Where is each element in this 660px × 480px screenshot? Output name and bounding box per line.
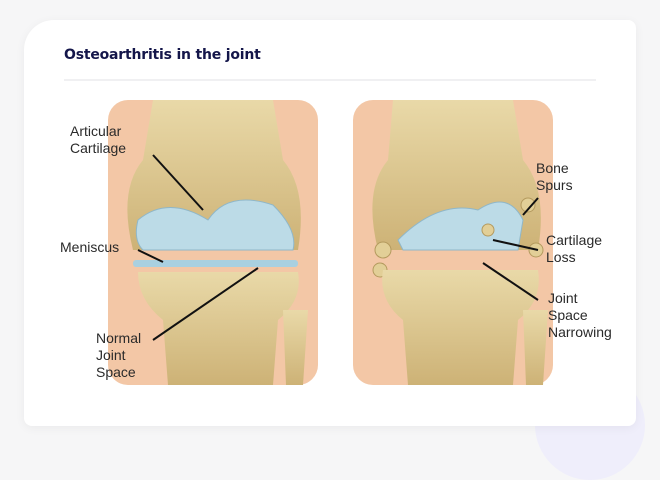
label-meniscus: Meniscus (60, 239, 119, 255)
divider (64, 79, 596, 81)
label-articular-cartilage: Articular Cartilage (70, 123, 126, 156)
osteoarthritis-illustration: Articular Cartilage Meniscus Normal Join… (60, 100, 612, 385)
label-joint-space-narrowing: Joint Space Narrowing (548, 290, 612, 340)
label-bone-spurs: Bone Spurs (536, 160, 573, 193)
content-card: Osteoarthritis in the joint (24, 20, 636, 426)
arthritic-knee (353, 100, 553, 385)
label-cartilage-loss: Cartilage Loss (546, 232, 606, 265)
normal-knee (108, 100, 318, 385)
card-title: Osteoarthritis in the joint (64, 47, 261, 63)
pointer-arrows (137, 154, 539, 341)
label-normal-joint-space: Normal Joint Space (96, 330, 145, 380)
